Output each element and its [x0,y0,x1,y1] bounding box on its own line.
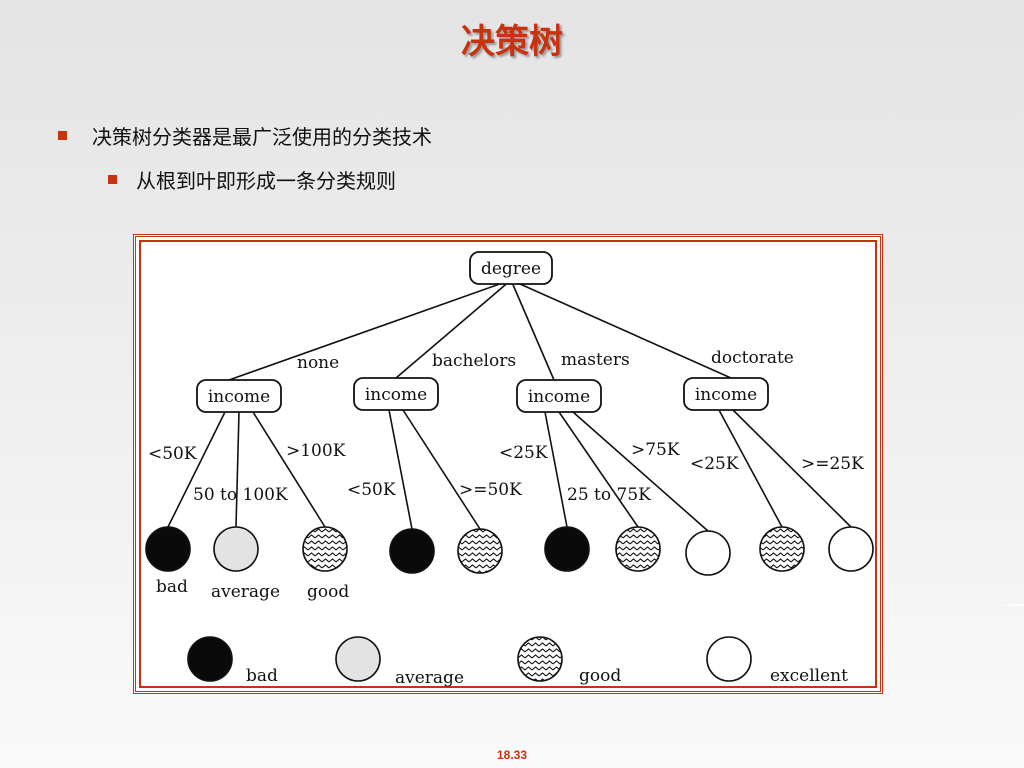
income-node-label: income [528,387,590,407]
bullet-text: 从根到叶即形成一条分类规则 [136,168,396,193]
income-edge [558,411,639,528]
leaf-good [457,528,503,574]
branch-label: doctorate [711,348,794,368]
leaf-class-label: good [307,582,349,602]
leaf-excellent [685,530,731,576]
root-node-box [469,251,553,285]
edge-label: 50 to 100K [193,485,288,505]
legend-swatch-excellent [706,636,752,682]
leaf-good [615,526,661,572]
root-edge [228,279,512,381]
income-node-label: income [208,387,270,407]
income-edge [402,409,481,530]
income-node-box [196,379,282,413]
legend-swatch-good [517,636,563,682]
leaf-bad [544,526,590,572]
bullet-square-icon [108,174,117,184]
leaf-excellent [828,526,874,572]
income-node-label: income [695,385,757,405]
legend-swatch-bad [187,636,233,682]
leaf-good [759,526,805,572]
income-node-box [353,377,439,411]
income-edge [572,411,709,532]
diagram-frame-inner [139,240,877,688]
diagram-frame [133,234,883,694]
legend-label: bad [246,666,278,686]
edge-label: >100K [286,441,346,461]
income-edge [388,409,413,530]
bullet-text: 决策树分类器是最广泛使用的分类技术 [92,124,432,149]
sub-bullet-item: 从根到叶即形成一条分类规则 [108,164,758,194]
edge-label: <25K [499,443,548,463]
legend-label: average [395,668,464,688]
decorative-line [996,604,1024,606]
leaf-class-label: bad [156,577,188,597]
income-edge [235,411,240,528]
legend-label: excellent [770,666,848,686]
root-edge [395,279,512,379]
income-edge [544,411,568,528]
edge-label: <25K [690,454,739,474]
leaf-good [302,526,348,572]
income-node-box [516,379,602,413]
income-node-box [683,377,769,411]
edge-label: >=50K [459,480,522,500]
branch-label: none [297,353,339,373]
income-edge [718,409,783,528]
edge-label: <50K [347,480,396,500]
leaf-bad [145,526,191,572]
bullet-list: 决策树分类器是最广泛使用的分类技术 从根到叶即形成一条分类规则 [58,120,758,194]
page-number: 18.33 [496,748,528,762]
leaf-bad [389,528,435,574]
root-node-label: degree [481,259,541,279]
slide-title: 决策树 [461,22,563,62]
legend-label: good [579,666,621,686]
branch-label: bachelors [432,351,516,371]
leaf-class-label: average [211,582,280,602]
edge-label: >=25K [801,454,864,474]
leaf-average [213,526,259,572]
branch-label: masters [561,350,630,370]
legend-swatch-average [335,636,381,682]
root-edge [510,279,555,381]
edge-label: >75K [631,440,680,460]
income-edge [167,411,226,528]
edge-label: 25 to 75K [567,485,651,505]
income-edge [732,409,852,528]
root-edge [510,279,732,379]
bullet-square-icon [58,130,67,140]
income-edge [252,411,326,528]
edge-label: <50K [148,444,197,464]
bullet-item: 决策树分类器是最广泛使用的分类技术 [58,120,758,150]
income-node-label: income [365,385,427,405]
